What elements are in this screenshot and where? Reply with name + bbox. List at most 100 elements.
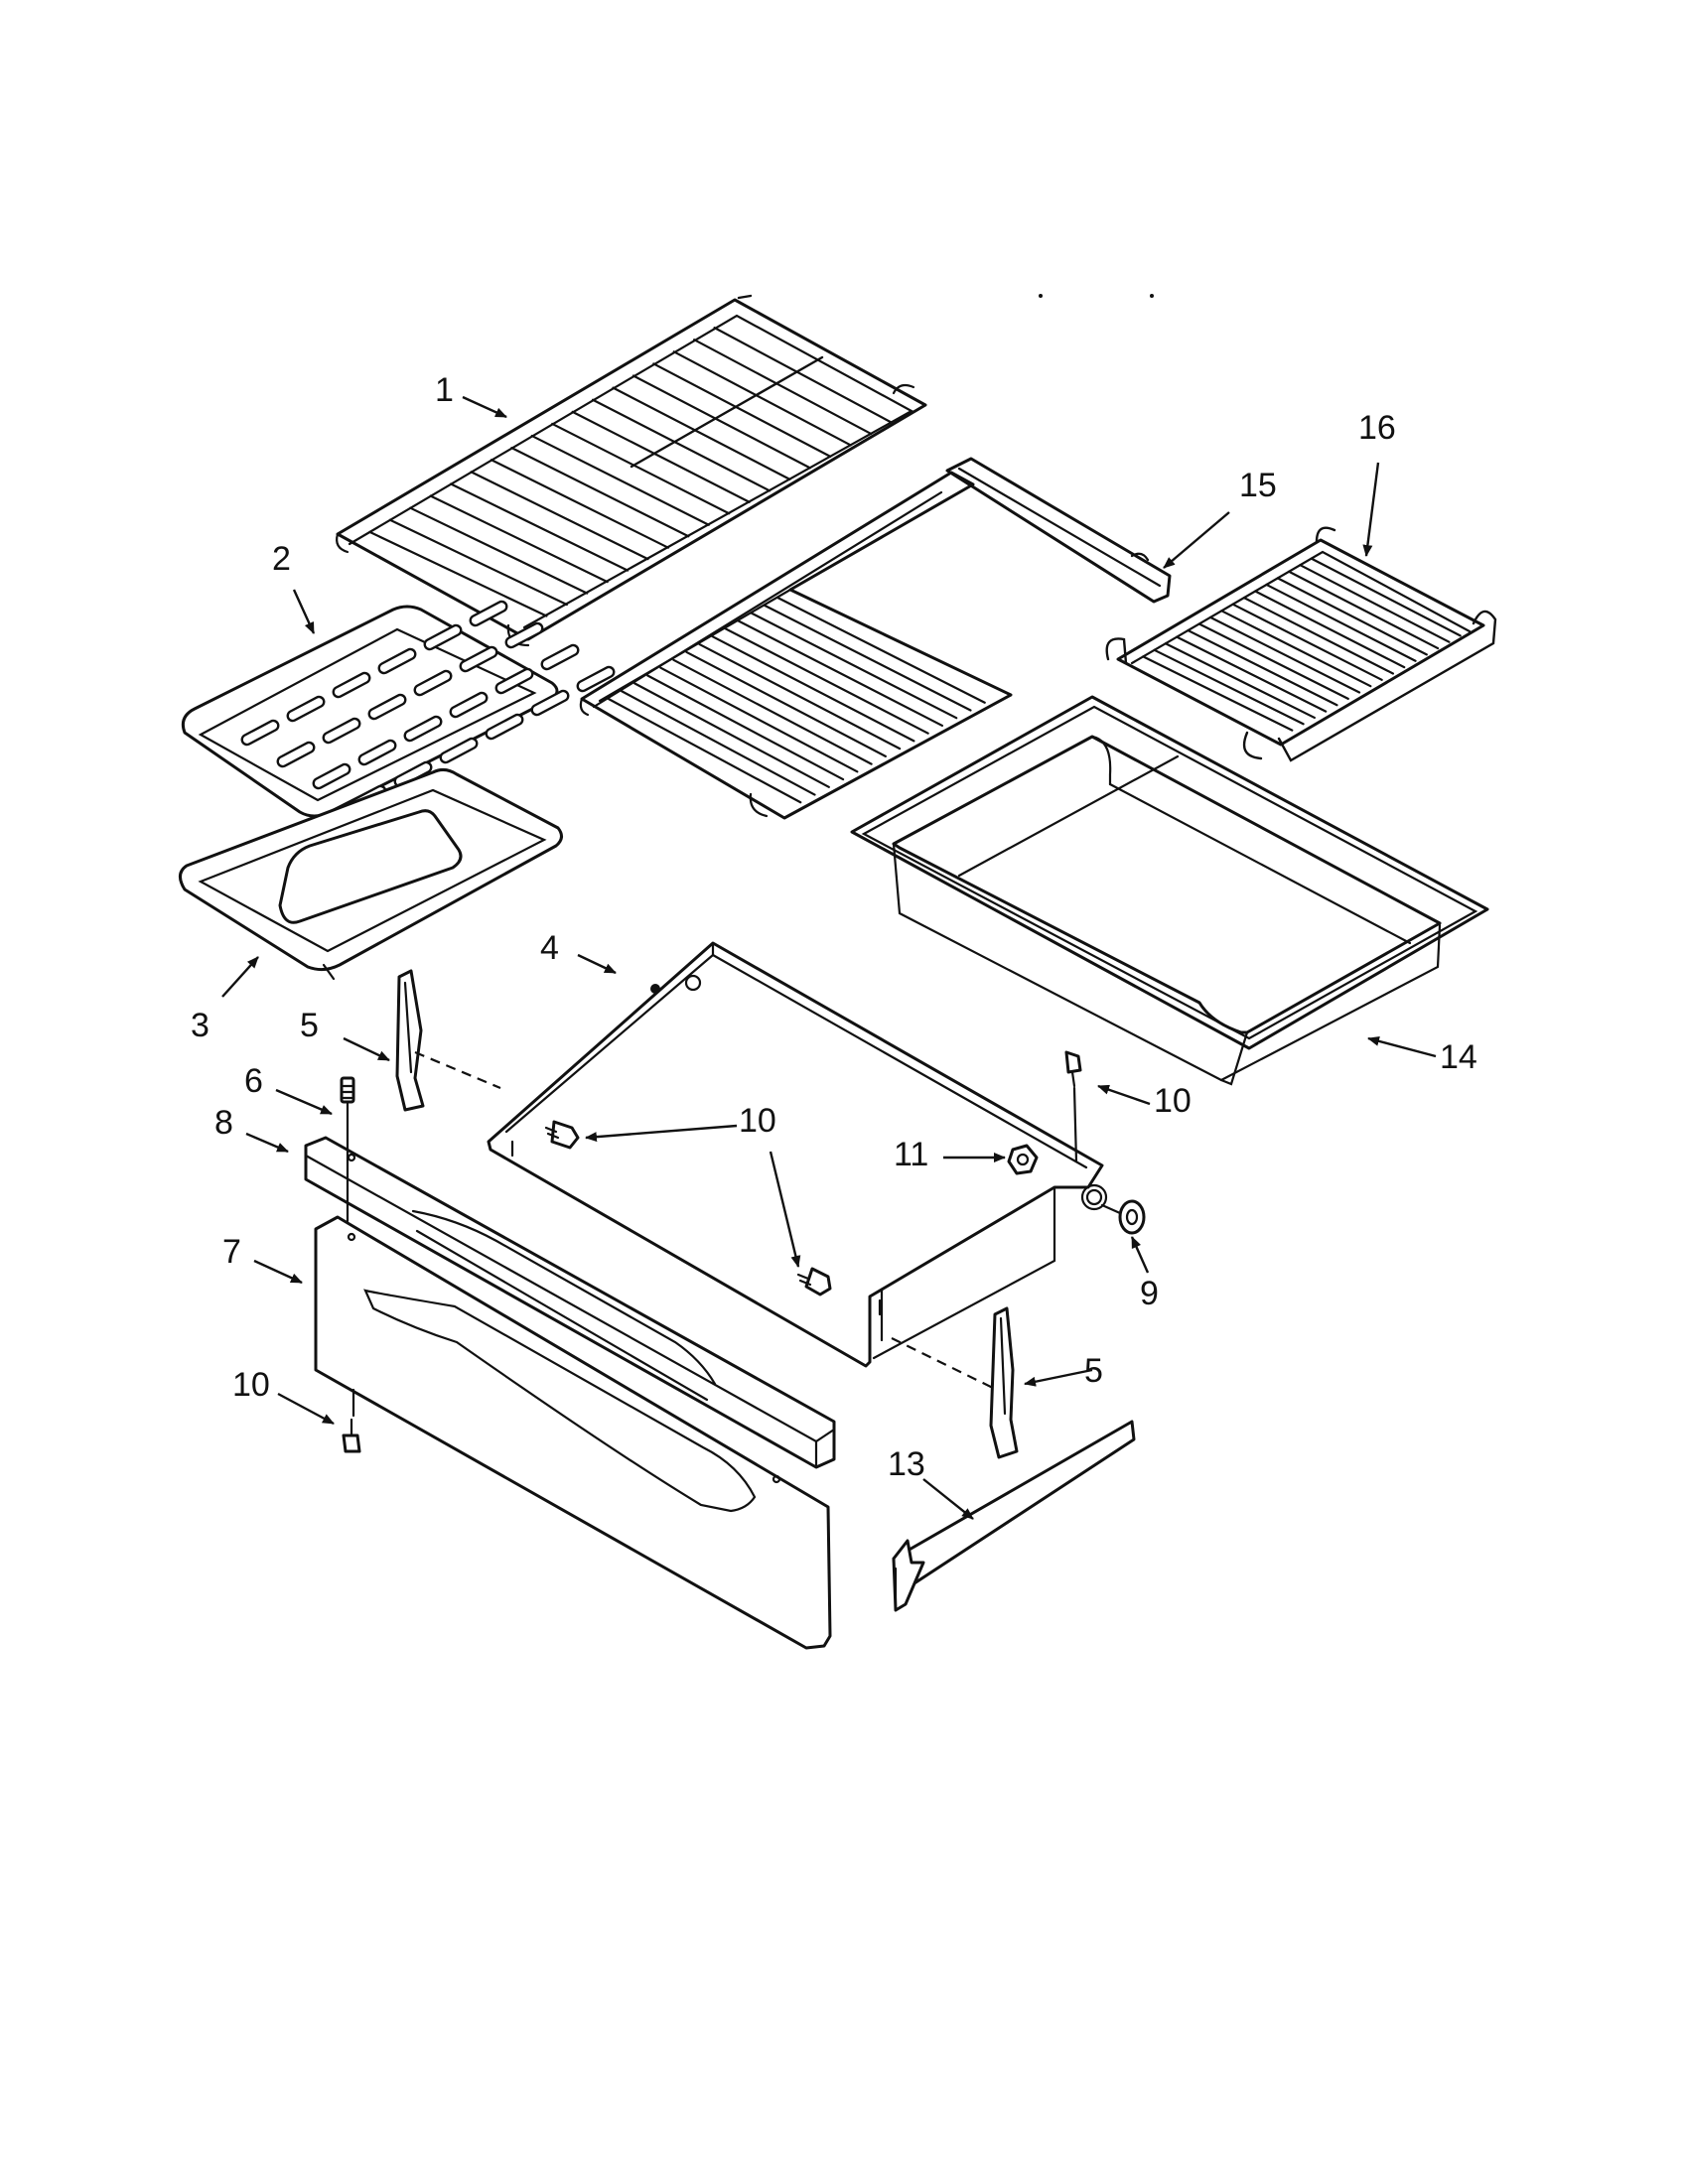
rack-wire [1299,564,1451,643]
rack-wire [368,530,548,617]
rack-wire [672,350,852,447]
grid-slot [367,693,407,721]
rack-wire [698,642,902,751]
rack-slide-rail [945,457,1172,604]
rack-wire [711,635,915,743]
callout-3: 3 [191,1007,210,1044]
callout-4: 4 [540,929,559,967]
rack-wire [1176,635,1328,713]
storage-drawer-pan [850,695,1489,1086]
rack-wire [612,386,791,480]
drawer-bracket [892,1420,1136,1612]
rack-wire [672,658,873,765]
scan-specks [1039,294,1154,298]
half-rack [1105,526,1497,762]
callout-9: 9 [1140,1275,1159,1312]
grid-slot [485,713,524,741]
rack-wire [510,447,690,538]
rack-wire [1242,597,1395,675]
rack-wire [633,682,830,788]
callout-11: 11 [894,1136,928,1173]
screw-10-drawer-left [544,1120,580,1150]
callout-14: 14 [1440,1038,1477,1076]
grid-slot [449,691,489,719]
rack-wire [551,422,731,515]
glide-alignment-right [891,1337,998,1391]
rack-wire [724,627,929,735]
rack-wire [1153,648,1305,726]
screw-10-drawer-bottom [796,1267,832,1297]
rack-wire [591,398,772,492]
grid-slot [423,623,463,651]
glide-alignment-left [414,1050,501,1090]
rack-wire [429,494,609,584]
nut-11 [1007,1144,1039,1175]
broiler-grid [181,600,616,818]
wheel-axle-bolt [1080,1183,1108,1211]
rack-wire [750,612,958,720]
grid-slot [439,737,479,764]
screw-10-front [342,1388,361,1453]
rack-wire [713,327,893,424]
drawer-front-panel [314,1215,832,1650]
rack-wire [621,690,816,796]
rack-wire [775,596,986,704]
callout-7: 7 [222,1233,241,1271]
rack-wire [659,666,859,773]
rack-wire [490,459,670,549]
rack-wire [409,506,589,595]
rack-wire [388,518,568,607]
grid-slot [504,621,544,649]
rack-wire [632,374,811,470]
wheel-9 [1100,1199,1146,1235]
rack-wire [737,619,944,728]
rack-wire [1276,577,1428,656]
rack-wire [1310,557,1462,637]
grid-slot [322,717,361,745]
grid-slot [494,667,534,695]
rack-wire [693,339,873,436]
rack-wire [1164,642,1316,720]
rack-wire [685,650,887,757]
rack-wire [763,604,972,712]
rack-wire [1197,622,1349,700]
rack-wire [530,434,710,526]
oven-rack [336,294,927,647]
callout-1: 1 [435,371,454,409]
grid-slot [377,647,417,675]
callout-8: 8 [214,1104,233,1142]
screw-10-right [1064,1050,1082,1163]
rack-wire [607,698,802,804]
callout-10-front: 10 [232,1366,270,1404]
rack-wire [1220,610,1372,688]
rack-wire [652,362,832,458]
callout-15: 15 [1239,467,1277,504]
drawer-trim-bar [304,1136,836,1469]
screw-6 [340,1076,355,1223]
callout-5-right: 5 [1084,1352,1103,1390]
grid-slot [576,665,616,693]
grid-slot [276,741,316,768]
grid-slot [403,715,443,743]
grid-slot [413,669,453,697]
callout-16: 16 [1358,409,1396,447]
broiler-pan [179,767,563,981]
grid-slot [469,600,508,627]
callout-5-left: 5 [300,1007,319,1044]
grid-slot [459,645,498,673]
grid-slot [540,643,580,671]
grid-slot [240,719,280,747]
grid-slot [312,762,351,790]
grid-slot [530,689,570,717]
callout-13: 13 [888,1445,925,1483]
grid-slot [357,739,397,766]
callout-labels: 1 2 3 4 5 5 6 7 8 9 10 10 10 10 11 13 14… [191,371,1477,1483]
rack-wire [1208,615,1361,694]
rack-wire [450,482,630,572]
rack-wire [1254,590,1406,669]
rack-wire [1231,603,1383,681]
callout-2: 2 [272,540,291,578]
rack-wire [646,674,845,781]
rack-wire [470,471,649,561]
